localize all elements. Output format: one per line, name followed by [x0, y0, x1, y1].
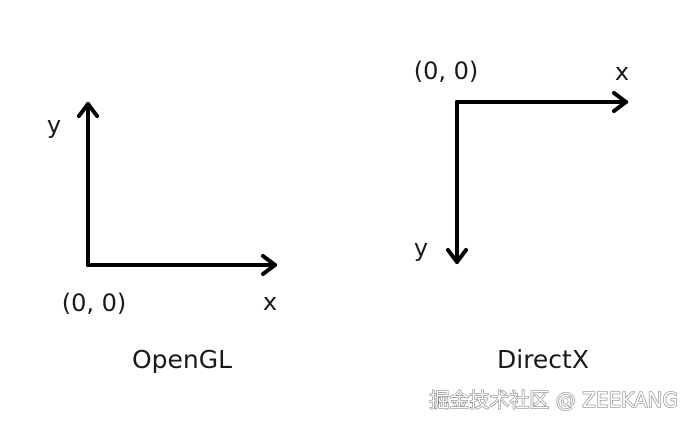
directx-origin-label: (0, 0)	[414, 57, 479, 85]
directx-title: DirectX	[497, 345, 589, 374]
opengl-title: OpenGL	[132, 345, 232, 374]
opengl-y-arrowhead-icon	[77, 102, 99, 118]
directx-diagram: (0, 0) x y DirectX	[414, 57, 629, 374]
directx-y-arrowhead-icon	[446, 248, 468, 264]
opengl-y-label: y	[47, 111, 61, 139]
opengl-x-arrowhead-icon	[261, 254, 277, 276]
watermark: 掘金技术社区 @ ZEEKANG	[429, 388, 678, 412]
opengl-origin-label: (0, 0)	[62, 289, 127, 317]
opengl-x-label: x	[263, 288, 277, 316]
opengl-diagram: y x (0, 0) OpenGL	[47, 102, 277, 374]
directx-y-label: y	[414, 234, 428, 262]
directx-x-label: x	[615, 58, 629, 86]
directx-x-arrowhead-icon	[612, 91, 628, 113]
